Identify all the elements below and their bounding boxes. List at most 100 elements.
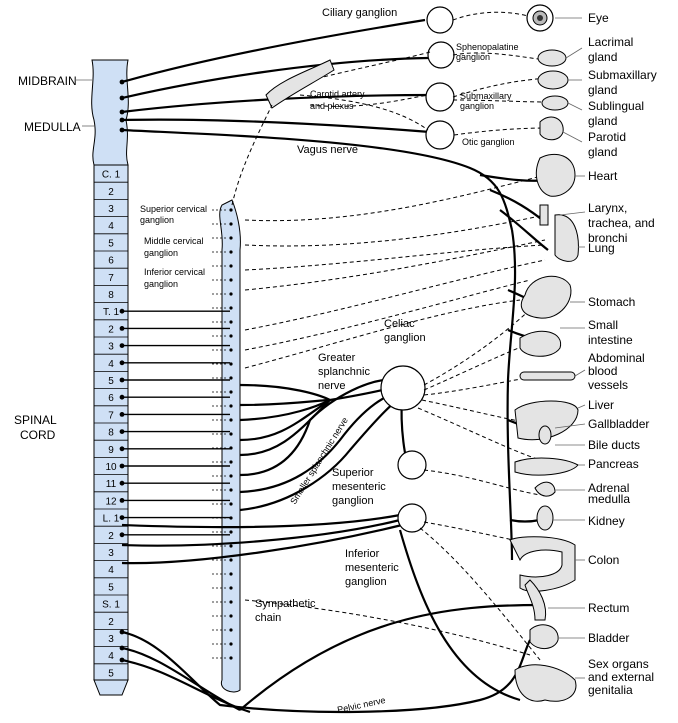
cranial-postganglionic [289, 11, 549, 136]
segment-label: 5 [108, 376, 114, 387]
organ-label: Eye [588, 11, 609, 25]
segment-label: 9 [108, 445, 114, 456]
segment-label: 6 [108, 256, 114, 267]
segment-label: 4 [108, 651, 114, 662]
organ-label: Parotid [588, 130, 626, 144]
segment-label: 8 [108, 290, 114, 301]
segment-label: 8 [108, 428, 114, 439]
midbrain-label: MIDBRAIN [18, 74, 77, 88]
carotid-label-1: Carotid artery [310, 89, 365, 99]
small-intestine-icon [519, 330, 562, 357]
organ-label: Sublingual [588, 99, 644, 113]
organ-label: Pancreas [588, 457, 639, 471]
segment-label: 12 [105, 496, 117, 507]
rectum-icon [524, 579, 547, 621]
sympathetic-chain-label-2: chain [255, 612, 281, 624]
inferior-mesenteric-label-3: ganglion [345, 576, 387, 588]
organ-label: and external [588, 670, 654, 684]
segment-label: 3 [108, 204, 114, 215]
cord-label: CORD [20, 428, 56, 442]
segment-label: 5 [108, 582, 114, 593]
organ-label: Adrenal [588, 481, 629, 495]
inferior-cervical-label-2: ganglion [144, 279, 178, 289]
organ-label: Rectum [588, 601, 629, 615]
sympathetic-chain [212, 199, 241, 693]
organ-label: Liver [588, 398, 614, 412]
lacrimal-gland-icon [537, 49, 567, 67]
segment-label: 3 [108, 634, 114, 645]
organ-label: Kidney [588, 514, 625, 528]
lung-icon [554, 214, 579, 262]
organ-label: Small [588, 318, 618, 332]
celiac-label-2: ganglion [384, 332, 426, 344]
inferior-cervical-label-1: Inferior cervical [144, 267, 205, 277]
stomach-icon [520, 275, 572, 319]
organ-label: Lacrimal [588, 35, 633, 49]
organ-label: gland [588, 145, 617, 159]
organ-drawings [509, 4, 579, 702]
superior-cervical-label-1: Superior cervical [140, 204, 207, 214]
kidney-icon [536, 505, 554, 531]
organ-leaders [548, 17, 586, 679]
liver-icon [514, 400, 579, 441]
organ-label: Colon [588, 553, 619, 567]
pancreas-icon [514, 457, 579, 476]
organ-label: Bladder [588, 631, 629, 645]
segment-label: 4 [108, 359, 114, 370]
segment-label: 2 [108, 531, 114, 542]
submaxillary-ganglion-label-2: ganglion [460, 101, 494, 111]
inferior-mesenteric-label-2: mesenteric [345, 562, 399, 574]
ciliary-ganglion-label: Ciliary ganglion [322, 7, 397, 19]
segment-label: 11 [106, 479, 117, 490]
sympathetic-postganglionic [244, 174, 546, 661]
cranial-ganglia [425, 6, 455, 150]
trachea-icon [539, 204, 549, 226]
bladder-icon [529, 624, 559, 649]
organ-label: genitalia [588, 683, 633, 697]
spinal-label: SPINAL [14, 413, 57, 427]
medulla-label: MEDULLA [24, 120, 81, 134]
superior-cervical-label-2: ganglion [140, 215, 174, 225]
blood-vessel-icon [519, 371, 576, 381]
greater-splanchnic-label-3: nerve [318, 380, 346, 392]
superior-mesenteric-label-2: mesenteric [332, 481, 386, 493]
organ-label: gland [588, 50, 617, 64]
otic-ganglion-label: Otic ganglion [462, 137, 515, 147]
sublingual-gland-icon [541, 95, 569, 111]
organ-label: blood [588, 364, 617, 378]
segment-label: 4 [108, 565, 114, 576]
organ-label: gland [588, 114, 617, 128]
segment-label: 5 [108, 668, 114, 679]
organ-label: bronchi [588, 231, 627, 245]
cord-tip [93, 679, 129, 696]
organ-label: intestine [588, 333, 633, 347]
middle-cervical-label-1: Middle cervical [144, 236, 204, 246]
segment-label: 5 [108, 238, 114, 249]
organ-label: vessels [588, 378, 628, 392]
pelvic-nerve [121, 529, 541, 714]
superior-mesenteric-label-1: Superior [332, 467, 374, 479]
celiac-label-1: Celiac [384, 318, 415, 330]
segment-label: T. 1 [103, 307, 120, 318]
organ-label: Abdominal [588, 351, 645, 365]
organ-label: Larynx, [588, 201, 627, 215]
organ-label: Sex organs [588, 657, 649, 671]
gallbladder-icon [538, 425, 552, 445]
organ-label: Lung [588, 241, 615, 255]
segment-label: 7 [108, 273, 114, 284]
submaxillary-gland-icon [537, 70, 569, 90]
heart-icon [535, 153, 576, 197]
segment-label: 6 [108, 393, 114, 404]
sphenopalatine-label-1: Sphenopalatine [456, 42, 519, 52]
parotid-gland-icon [539, 116, 564, 141]
adrenal-icon [534, 481, 556, 497]
superior-mesenteric-label-3: ganglion [332, 495, 374, 507]
segment-label: 3 [108, 342, 114, 353]
segment-label: 3 [108, 548, 114, 559]
organ-label: Submaxillary [588, 68, 657, 82]
sympathetic-chain-label-1: Sympathetic [255, 598, 316, 610]
organ-labels: EyeLacrimalglandSubmaxillaryglandSubling… [588, 11, 657, 697]
greater-splanchnic-label-1: Greater [318, 352, 356, 364]
